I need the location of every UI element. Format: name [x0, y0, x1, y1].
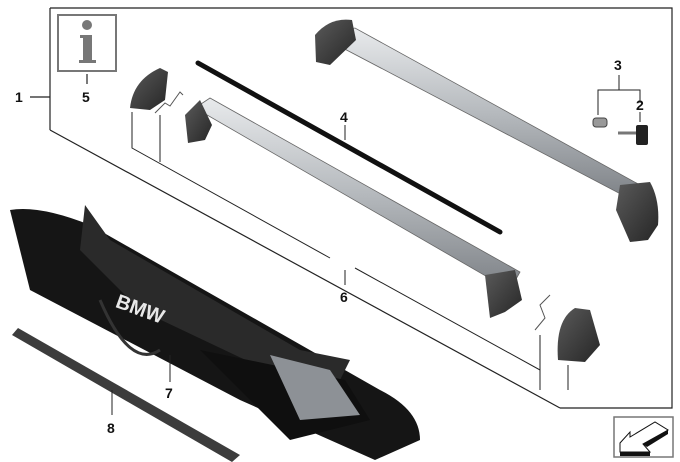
end-cap-left: [130, 68, 331, 259]
callout-1: 1: [15, 89, 23, 105]
callout-7: 7: [165, 385, 173, 401]
storage-bag: BMW: [10, 205, 420, 460]
roof-bar-rear: [315, 19, 659, 242]
info-icon: [57, 14, 117, 84]
callout-6: 6: [340, 289, 348, 305]
callout-2: 2: [636, 97, 644, 113]
assembly-bracket: [30, 7, 673, 409]
roof-bar-front: [185, 97, 522, 318]
callout-3: 3: [614, 57, 622, 73]
rubber-strip: [195, 60, 503, 235]
callout-4: 4: [340, 109, 348, 125]
lock-cylinder-and-key: [592, 75, 648, 145]
callout-5: 5: [82, 89, 90, 105]
arrow-direction-icon: [613, 416, 674, 458]
end-cap-right: [354, 267, 600, 390]
callout-8: 8: [107, 420, 115, 436]
rubber-profile: [12, 328, 240, 462]
